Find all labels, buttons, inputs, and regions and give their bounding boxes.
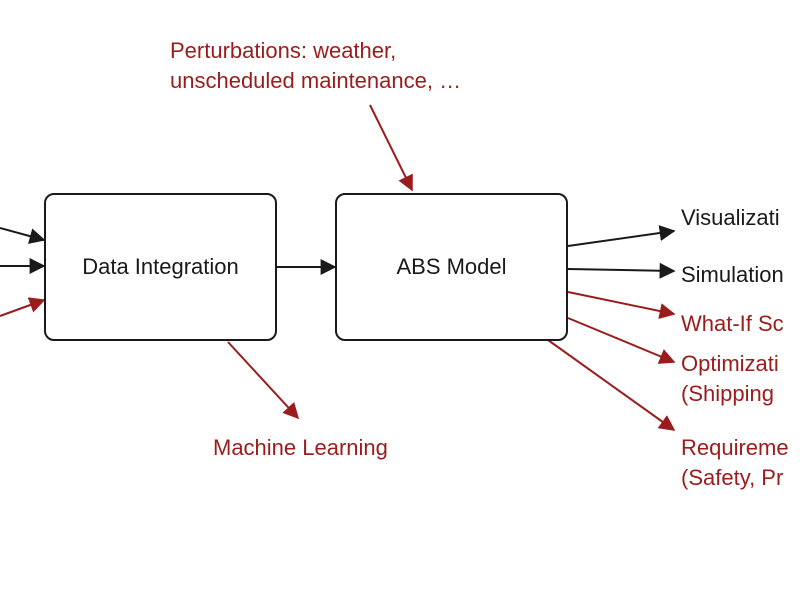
data-integration-node: Data Integration bbox=[44, 193, 277, 341]
optimization-line-2: (Shipping bbox=[681, 381, 774, 406]
requirements-line-2: (Safety, Pr bbox=[681, 465, 784, 490]
optimization-arrow bbox=[567, 317, 676, 364]
output-requirements: Requireme (Safety, Pr bbox=[681, 433, 789, 493]
perturbations-line-2: unscheduled maintenance, … bbox=[170, 68, 462, 93]
machine-learning-label: Machine Learning bbox=[213, 435, 388, 460]
perturbations-line-1: Perturbations: weather, bbox=[170, 38, 397, 63]
visualization-arrow bbox=[567, 225, 676, 247]
perturbations-arrow bbox=[369, 104, 413, 192]
perturbations-label: Perturbations: weather, unscheduled main… bbox=[170, 36, 461, 96]
simulation-arrow bbox=[567, 262, 676, 279]
data-integration-label: Data Integration bbox=[82, 254, 239, 279]
what-if-arrow bbox=[567, 291, 676, 319]
requirements-line-1: Requireme bbox=[681, 435, 789, 460]
output-what-if: What-If Sc bbox=[681, 311, 784, 336]
optimization-line-1: Optimizati bbox=[681, 351, 779, 376]
output-visualization: Visualizati bbox=[681, 205, 780, 230]
input-arrow-bottom bbox=[0, 297, 46, 317]
output-simulation: Simulation bbox=[681, 262, 784, 287]
requirements-arrow bbox=[547, 339, 676, 431]
machine-learning-arrow bbox=[227, 341, 300, 420]
abs-model-label: ABS Model bbox=[396, 254, 507, 279]
abs-model-node: ABS Model bbox=[335, 193, 568, 341]
output-optimization: Optimizati (Shipping bbox=[681, 349, 779, 409]
input-arrow-top bbox=[0, 227, 46, 244]
